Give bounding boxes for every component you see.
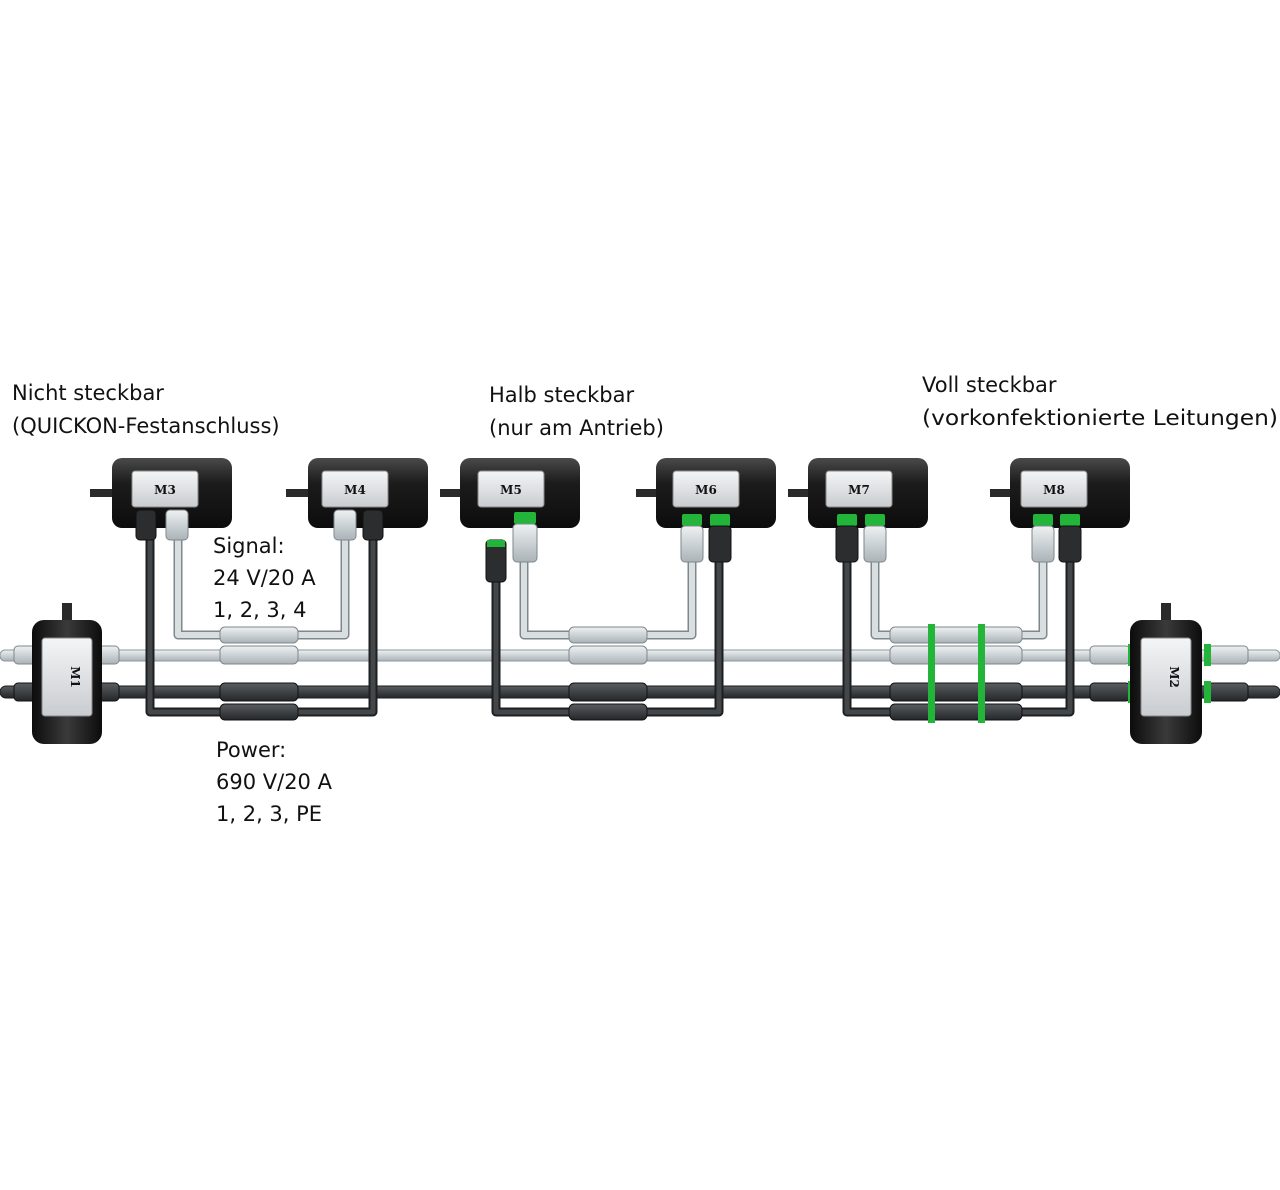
signal-voltage: 24 V/20 A xyxy=(213,566,316,590)
connector-group-m3-m4 xyxy=(219,626,299,721)
connector-group-m7-m8 xyxy=(889,624,1023,723)
signal-pins: 1, 2, 3, 4 xyxy=(213,598,307,622)
motor-m4-label: M4 xyxy=(344,483,366,497)
motor-m2-label: M2 xyxy=(1167,666,1181,688)
motor-m8-label: M8 xyxy=(1043,483,1065,497)
motor-m4: M4 xyxy=(286,458,428,541)
connector-group-m5-m6 xyxy=(568,626,648,721)
motor-m7-label: M7 xyxy=(848,483,870,497)
group-halb-subtitle: (nur am Antrieb) xyxy=(489,416,664,440)
group-nicht-subtitle: (QUICKON-Festanschluss) xyxy=(12,414,280,438)
power-spec-label: Power: 690 V/20 A 1, 2, 3, PE xyxy=(216,738,333,826)
motor-m6: M6 xyxy=(636,458,776,563)
group-label-voll-steckbar: Voll steckbar (vorkonfektionierte Leitun… xyxy=(922,373,1278,430)
motor-m2: M2 xyxy=(1130,603,1202,744)
group-label-halb-steckbar: Halb steckbar (nur am Antrieb) xyxy=(489,383,664,440)
signal-spec-label: Signal: 24 V/20 A 1, 2, 3, 4 xyxy=(213,534,316,622)
group-voll-subtitle: (vorkonfektionierte Leitungen) xyxy=(922,406,1278,430)
group-halb-title: Halb steckbar xyxy=(489,383,635,407)
motor-m8: M8 xyxy=(990,458,1130,563)
motor-m3: M3 xyxy=(90,458,232,541)
group-label-nicht-steckbar: Nicht steckbar (QUICKON-Festanschluss) xyxy=(12,381,280,438)
power-pins: 1, 2, 3, PE xyxy=(216,802,322,826)
motor-m1-label: M1 xyxy=(68,666,82,688)
motor-m1: M1 xyxy=(32,603,102,744)
group-voll-title: Voll steckbar xyxy=(922,373,1057,397)
motor-m3-label: M3 xyxy=(154,483,176,497)
group-nicht-title: Nicht steckbar xyxy=(12,381,164,405)
power-title: Power: xyxy=(216,738,286,762)
signal-title: Signal: xyxy=(213,534,285,558)
motor-m7: M7 xyxy=(788,458,928,563)
motor-m5-label: M5 xyxy=(500,483,522,497)
motor-m6-label: M6 xyxy=(695,483,717,497)
power-voltage: 690 V/20 A xyxy=(216,770,333,794)
motor-m5: M5 xyxy=(440,458,580,583)
